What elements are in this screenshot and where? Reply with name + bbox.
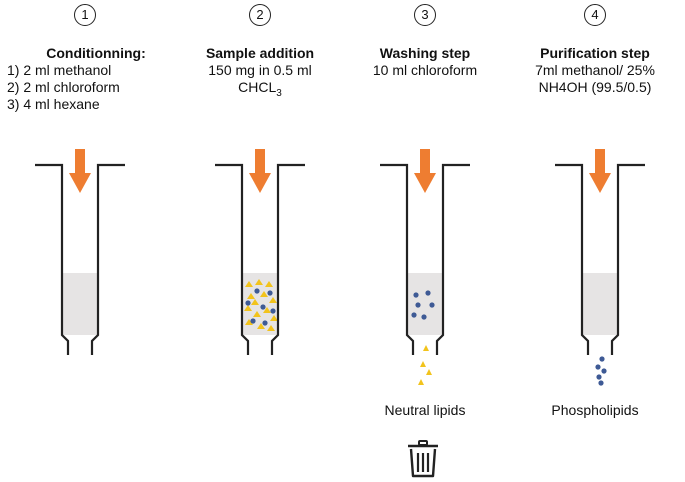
step-number-3: 3: [414, 4, 436, 26]
column-outline: [35, 163, 70, 355]
step-number-2: 2: [249, 4, 271, 26]
step-number-4: 4: [584, 4, 606, 26]
output-label-neutral-lipids: Neutral lipids: [384, 402, 466, 418]
eluted-dots: [595, 356, 607, 386]
step-3: 3 Washing step 10 ml chloroform Neutral …: [340, 0, 510, 482]
step-2: 2 Sample addition 150 mg in 0.5 ml CHCL3: [175, 0, 345, 482]
spe-column-4: [555, 149, 645, 386]
sorbent-bed: [62, 273, 98, 335]
step-3-text: Washing step 10 ml chloroform: [340, 45, 510, 79]
spe-column-1: [35, 149, 125, 355]
step-number-1: 1: [74, 4, 96, 26]
trash-icon: [408, 440, 438, 478]
step-2-text: Sample addition 150 mg in 0.5 ml CHCL3: [175, 45, 345, 102]
spe-column-2: [215, 149, 305, 355]
step-1-line-1: 1) 2 ml methanol: [7, 62, 112, 78]
step-1-text: Conditionning: 1) 2 ml methanol 2) 2 ml …: [7, 45, 167, 113]
retained-dots: [411, 290, 435, 320]
step-3-line-1: 10 ml chloroform: [372, 62, 478, 78]
sorbent-bed: [582, 273, 618, 335]
step-1-line-3: 3) 4 ml hexane: [7, 96, 100, 112]
step-2-formula: CHCL3: [238, 79, 282, 99]
step-4-title: Purification step: [540, 45, 650, 61]
step-1-line-2: 2) 2 ml chloroform: [7, 79, 120, 95]
sample-dots: [245, 288, 276, 326]
sorbent-bed: [407, 273, 443, 335]
output-label-phospholipids: Phospholipids: [551, 402, 639, 418]
down-arrow-icon: [249, 149, 271, 193]
step-4-line-2: NH4OH (99.5/0.5): [538, 79, 652, 95]
column-outline: [555, 163, 590, 355]
step-2-line-1: 150 mg in 0.5 ml: [208, 62, 312, 78]
step-2-title: Sample addition: [205, 45, 315, 61]
down-arrow-icon: [589, 149, 611, 193]
step-4: 4 Purification step 7ml methanol/ 25% NH…: [510, 0, 680, 482]
step-1-title: Conditionning:: [46, 45, 146, 61]
down-arrow-icon: [69, 149, 91, 193]
column-outline: [380, 163, 415, 355]
sample-triangles: [244, 279, 278, 331]
step-4-text: Purification step 7ml methanol/ 25% NH4O…: [510, 45, 680, 96]
step-1: 1 Conditionning: 1) 2 ml methanol 2) 2 m…: [0, 0, 170, 482]
eluted-triangles: [418, 345, 432, 385]
column-outline: [215, 163, 250, 355]
spe-column-3: [380, 149, 470, 385]
step-4-line-1: 7ml methanol/ 25%: [535, 62, 655, 78]
step-3-title: Washing step: [379, 45, 471, 61]
down-arrow-icon: [414, 149, 436, 193]
